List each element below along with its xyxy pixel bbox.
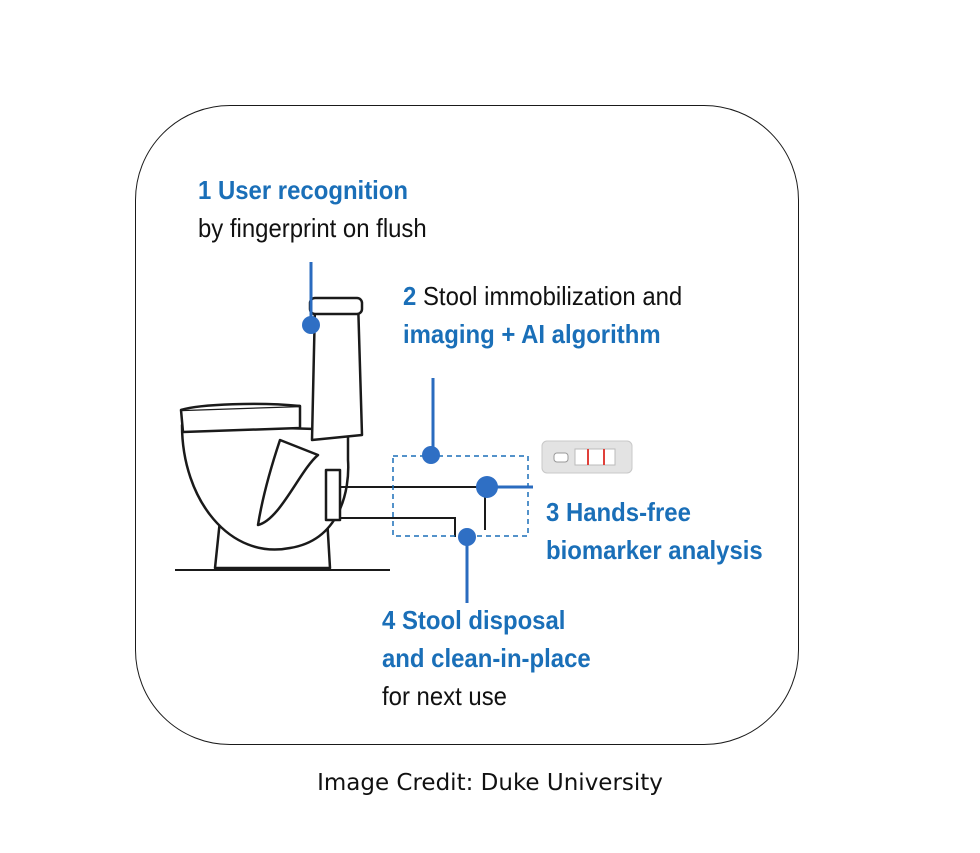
step-4-title-line2: and clean-in-place [382, 643, 591, 673]
step-2-number: 2 [403, 281, 417, 311]
step-1-number: 1 [198, 175, 212, 205]
callout-pointers [302, 262, 533, 603]
diagram-frame [135, 105, 799, 745]
plumbing-lines [340, 486, 525, 537]
image-credit-caption: Image Credit: Duke University [317, 770, 663, 796]
step-1-callout: 1 User recognition by fingerprint on flu… [198, 171, 427, 247]
step-4-callout: 4 Stool disposal and clean-in-place for … [382, 601, 591, 715]
toilet-illustration [175, 296, 390, 571]
test-strip-icon [541, 440, 633, 474]
step-3-title-line2: biomarker analysis [546, 535, 763, 565]
step-2-callout: 2 Stool immobilization and imaging + AI … [403, 277, 682, 353]
step-3-title-line1: Hands-free [565, 497, 691, 527]
step-1-title: User recognition [217, 175, 409, 205]
step-3-callout: 3 Hands-free biomarker analysis [546, 493, 763, 569]
step-4-number: 4 [382, 605, 396, 635]
step-2-title: imaging + AI algorithm [403, 319, 661, 349]
step-1-detail: by fingerprint on flush [198, 213, 427, 243]
analysis-zone-box [392, 455, 529, 537]
step-4-detail: for next use [382, 681, 507, 711]
step-2-detail: Stool immobilization and [422, 281, 683, 311]
step-3-number: 3 [546, 497, 560, 527]
step-4-title-line1: Stool disposal [401, 605, 566, 635]
